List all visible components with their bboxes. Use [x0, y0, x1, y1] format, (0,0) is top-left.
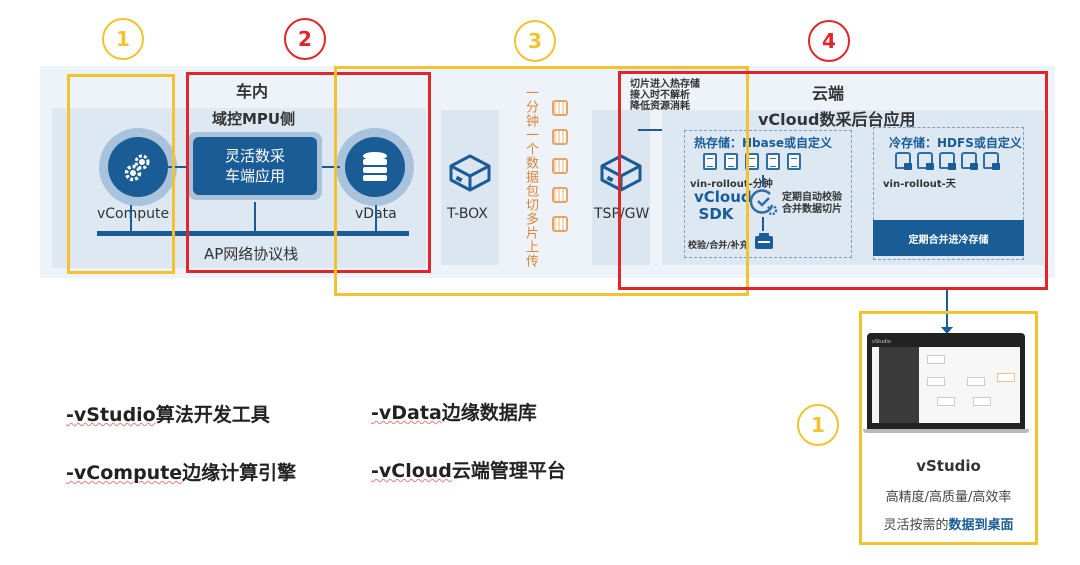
screen-iconbar	[872, 347, 879, 423]
ap-network-bus	[97, 231, 409, 236]
cloud-subtitle: vCloud数采后台应用	[758, 110, 916, 129]
vehicle-title: 车内	[236, 82, 269, 101]
mpu-subtitle: 域控MPU侧	[212, 110, 296, 128]
data-slice-icon	[552, 158, 568, 174]
cloud-title: 云端	[812, 84, 845, 103]
document-icon	[745, 153, 759, 170]
connector-cloud-vstudio	[946, 290, 948, 330]
storage-device-icon	[755, 233, 773, 249]
sdk-line-1: vCloud	[694, 188, 752, 206]
note-line: 降低资源消耗	[630, 101, 690, 112]
sdk-line-2: SDK	[698, 205, 734, 223]
badge-number: 3	[528, 29, 542, 53]
vstudio-screenshot: vStudio	[867, 333, 1025, 429]
connector-data-bus	[375, 205, 377, 231]
arrow-to-merge	[762, 217, 764, 231]
connector-app-bus	[254, 202, 256, 231]
product-name: -vStudio	[66, 404, 156, 426]
vcompute-label: vCompute	[97, 206, 170, 222]
hot-storage-docs	[703, 153, 808, 170]
product-desc: 边缘数据库	[441, 402, 537, 424]
database-icon	[363, 152, 387, 181]
cold-storage-box	[873, 127, 1024, 260]
line2-highlight: 数据到桌面	[948, 518, 1014, 533]
section-badge-2: 2	[284, 18, 326, 60]
locked-database-icon	[983, 152, 1000, 170]
laptop-base	[863, 429, 1029, 433]
data-slice-icon	[552, 187, 568, 203]
connector-compute-bus	[130, 205, 132, 231]
product-name: -vData	[371, 402, 442, 424]
hot-rollout-label: vin-rollout-分钟	[690, 179, 773, 190]
section-badge-3: 3	[514, 20, 556, 62]
gateway-label: TSP/GW	[594, 206, 650, 222]
badge-number: 4	[822, 29, 836, 53]
section-badge-4: 4	[808, 20, 850, 62]
vdata-node	[336, 128, 414, 206]
gateway-device-icon	[600, 154, 642, 192]
locked-database-icon	[939, 152, 956, 170]
vehicle-app-box: 灵活数采 车端应用	[188, 132, 322, 200]
document-icon	[724, 153, 738, 170]
line2-prefix: 灵活按需的	[883, 518, 949, 533]
locked-database-icon	[917, 152, 934, 170]
product-item-vcompute: -vCompute边缘计算引擎	[66, 458, 296, 485]
arrow-to-verify	[762, 175, 764, 187]
document-icon	[703, 153, 717, 170]
product-desc: 边缘计算引擎	[182, 462, 297, 484]
product-item-vstudio: -vStudio算法开发工具	[66, 400, 270, 427]
hot-storage-box	[684, 130, 852, 258]
screen-title: vStudio	[872, 339, 891, 345]
locked-database-icon	[961, 152, 978, 170]
section-badge-1-vstudio: 1	[797, 404, 839, 446]
product-name: -vCloud	[371, 460, 452, 482]
hot-bottom-label: 校验/合并/补充	[688, 241, 749, 251]
vstudio-line-2: 灵活按需的数据到桌面	[859, 514, 1038, 533]
verify-note: 定期自动校验 合并数据切片	[782, 192, 842, 216]
gears-icon	[124, 154, 150, 182]
auto-verify-icon	[750, 189, 778, 216]
badge-number: 2	[298, 27, 312, 51]
note-line: 接入时不解析	[630, 90, 690, 101]
vcloud-sdk-label: vCloud SDK	[694, 188, 752, 223]
app-line-1: 灵活数采	[224, 147, 285, 165]
section-badge-1: 1	[102, 18, 144, 60]
hot-storage-title: 热存储：Hbase或自定义	[694, 136, 833, 150]
connector-gateway-cloud	[638, 129, 682, 131]
cold-storage-title: 冷存储：HDFS或自定义	[889, 136, 1022, 150]
badge-number: 1	[116, 27, 130, 51]
product-item-vdata: -vData边缘数据库	[371, 398, 537, 425]
data-slice-icon	[552, 100, 568, 116]
vstudio-line-1: 高精度/高质量/高效率	[885, 490, 1012, 505]
arrow-down-icon	[941, 327, 953, 334]
bus-label: AP网络协议栈	[204, 245, 299, 263]
data-slice-icon	[552, 216, 568, 232]
data-slice-icon	[552, 129, 568, 145]
locked-database-icon	[895, 152, 912, 170]
product-desc: 云端管理平台	[451, 460, 566, 482]
cold-storage-dbs	[895, 152, 1005, 170]
app-line-2: 车端应用	[224, 167, 285, 185]
badge-number: 1	[811, 413, 825, 437]
screen-sidebar	[879, 347, 919, 423]
upload-vertical-text: 一分钟一个数据包切多片上传	[523, 86, 538, 268]
screen-canvas	[919, 347, 1020, 423]
connector-compute-app	[164, 166, 188, 168]
merge-to-cold-button: 定期合并进冷存储	[873, 220, 1024, 256]
verify-line-1: 定期自动校验	[782, 192, 842, 203]
tbox-label: T-BOX	[447, 206, 488, 222]
document-icon	[787, 153, 801, 170]
gateway-note: 切片进入热存储 接入时不解析 降低资源消耗	[630, 79, 700, 112]
product-item-vcloud: -vCloud云端管理平台	[371, 456, 566, 483]
cold-rollout-label: vin-rollout-天	[883, 179, 956, 190]
product-desc: 算法开发工具	[155, 404, 270, 426]
tbox-device-icon	[449, 154, 491, 192]
product-name: -vCompute	[66, 462, 183, 484]
slice-icon-stack	[552, 100, 568, 232]
document-icon	[766, 153, 780, 170]
verify-line-2: 合并数据切片	[782, 204, 842, 215]
vstudio-title: vStudio	[916, 457, 981, 475]
note-line: 切片进入热存储	[630, 79, 700, 90]
connector-app-data	[322, 166, 340, 168]
